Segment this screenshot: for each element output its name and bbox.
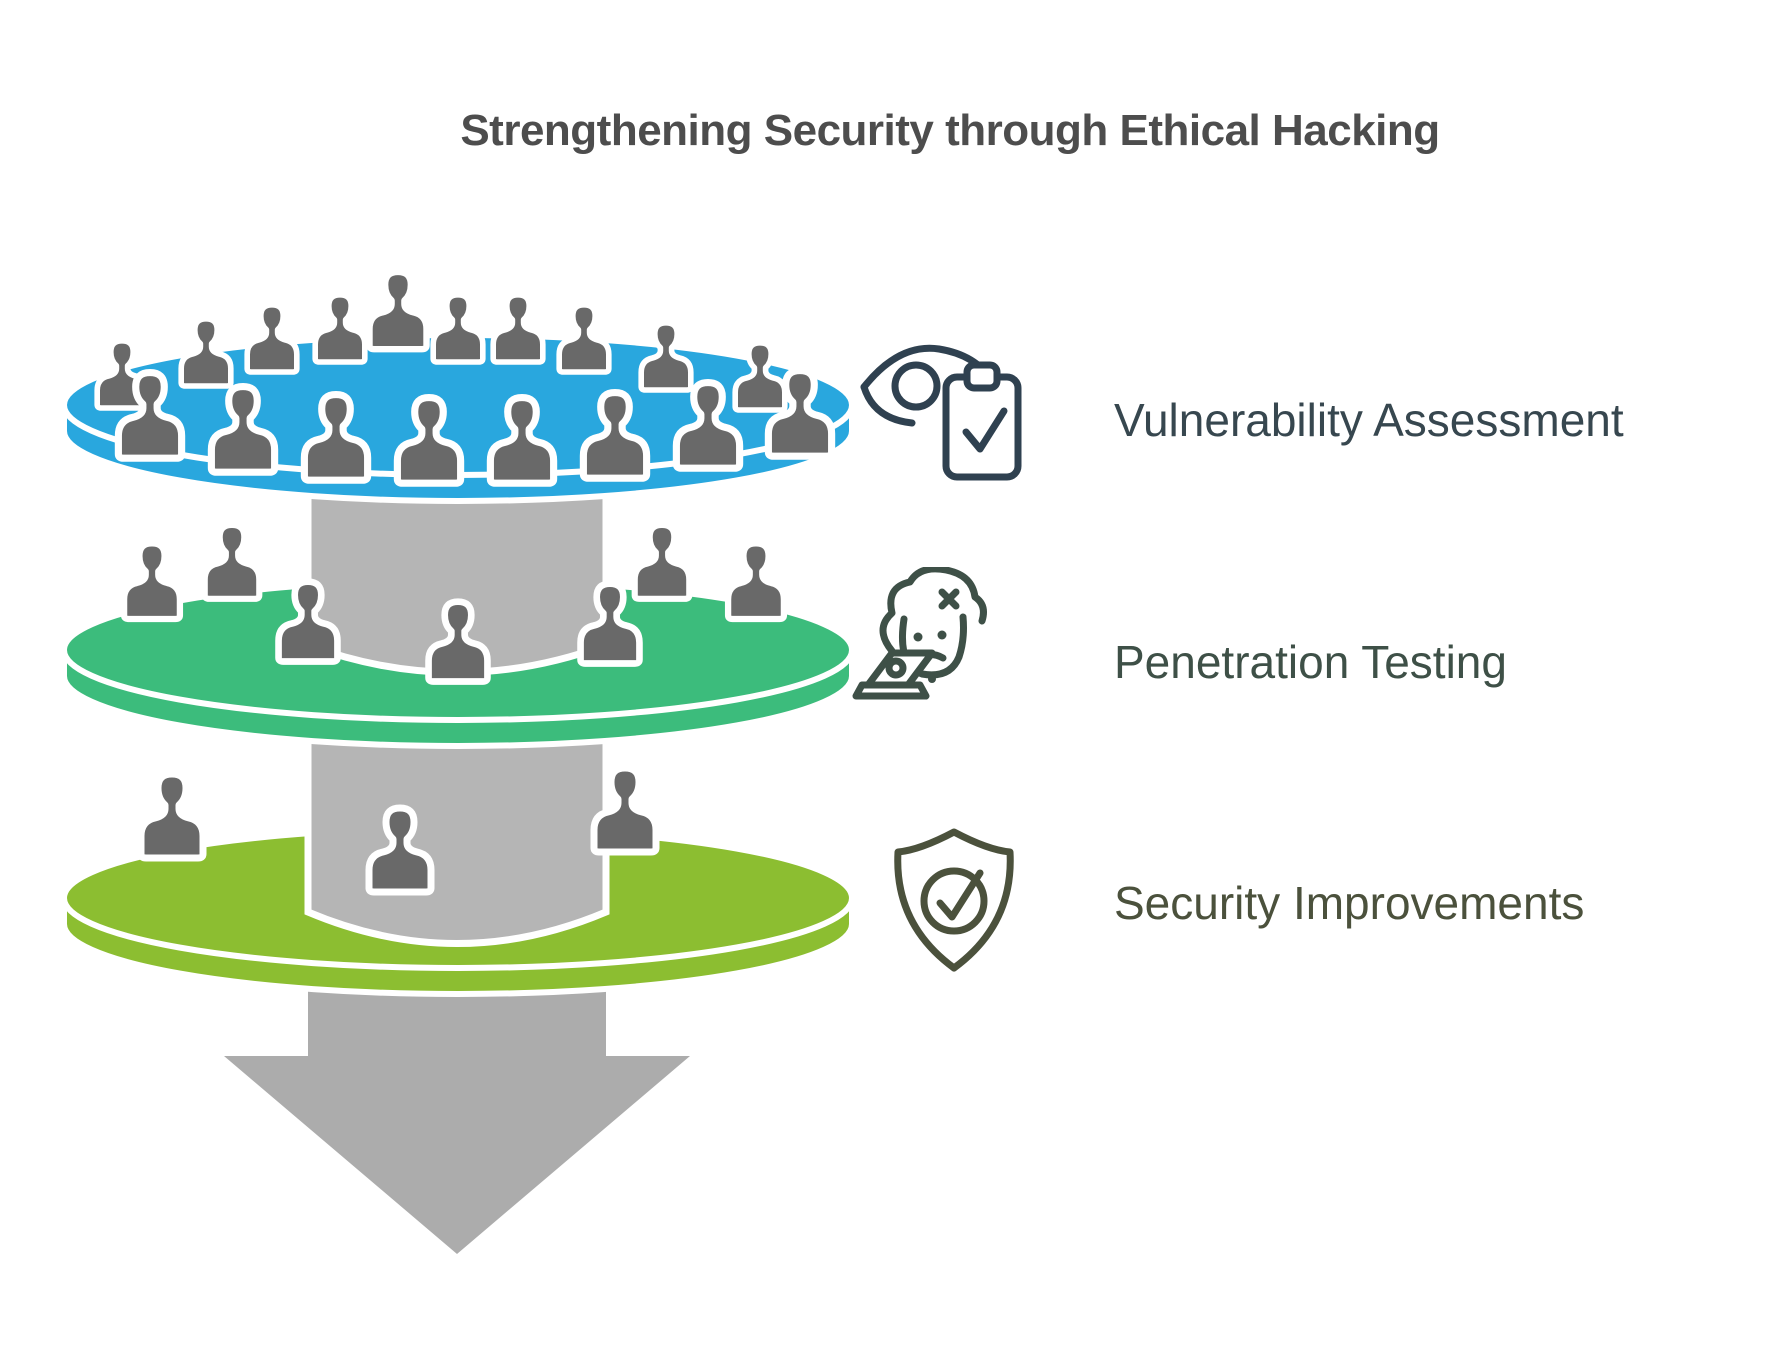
page-title: Strengthening Security through Ethical H…: [460, 106, 1440, 155]
eye-checklist-icon: [860, 344, 1022, 481]
legend-row-penetration-testing: Penetration Testing: [852, 567, 1507, 757]
legend-row-security-improvements: Security Improvements: [852, 808, 1584, 998]
legend-row-vulnerability-assessment: Vulnerability Assessment: [852, 325, 1624, 515]
shield-check-icon: [894, 828, 1014, 972]
legend-label: Penetration Testing: [1114, 636, 1507, 688]
legend-label: Security Improvements: [1114, 877, 1585, 929]
pirate-laptop-icon: [852, 567, 987, 700]
down-arrow: [224, 940, 690, 1254]
legend-label: Vulnerability Assessment: [1114, 394, 1624, 446]
